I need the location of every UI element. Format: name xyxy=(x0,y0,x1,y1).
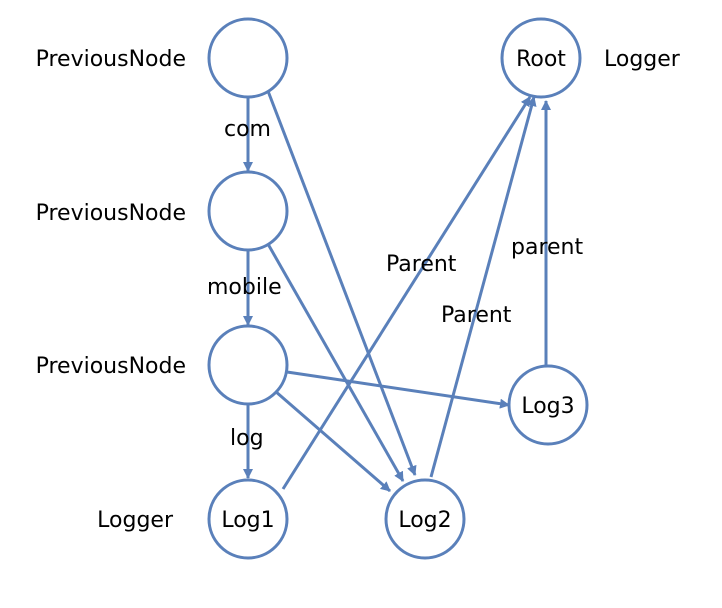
edge-log2-to-root xyxy=(429,96,537,478)
root-node-label: Root xyxy=(516,47,566,72)
edge-prev3-to-log2 xyxy=(274,389,391,493)
edge-label-parent-log1: Parent xyxy=(386,252,457,277)
root-side-label: Logger xyxy=(604,47,681,72)
log2-node xyxy=(384,478,466,560)
log3-node-label: Log3 xyxy=(521,394,574,419)
previous-node-2 xyxy=(207,170,289,252)
edge-log1-to-root xyxy=(281,96,532,490)
previous-node-3 xyxy=(207,324,289,406)
previous-node-3-side-label: PreviousNode xyxy=(36,354,186,379)
edge-label-log: log xyxy=(230,426,264,451)
log2-node-label: Log2 xyxy=(398,508,451,533)
log1-node-label: Log1 xyxy=(221,508,274,533)
edge-prev1-to-log2 xyxy=(266,90,417,476)
previous-node-1 xyxy=(207,17,289,99)
edge-label-mobile: mobile xyxy=(207,275,282,300)
edge-prev2-to-log2 xyxy=(266,243,405,482)
edge-label-com: com xyxy=(224,117,271,142)
log1-node xyxy=(207,478,289,560)
previous-node-1-side-label: PreviousNode xyxy=(36,47,186,72)
edge-label-parent-log2: Parent xyxy=(441,303,512,328)
root-node xyxy=(500,17,582,99)
edge-label-parent-log3: parent xyxy=(511,235,583,260)
log1-side-label: Logger xyxy=(97,508,174,533)
log3-node xyxy=(507,364,589,446)
edge-prev3-to-log3 xyxy=(286,370,510,409)
previous-node-2-side-label: PreviousNode xyxy=(36,201,186,226)
